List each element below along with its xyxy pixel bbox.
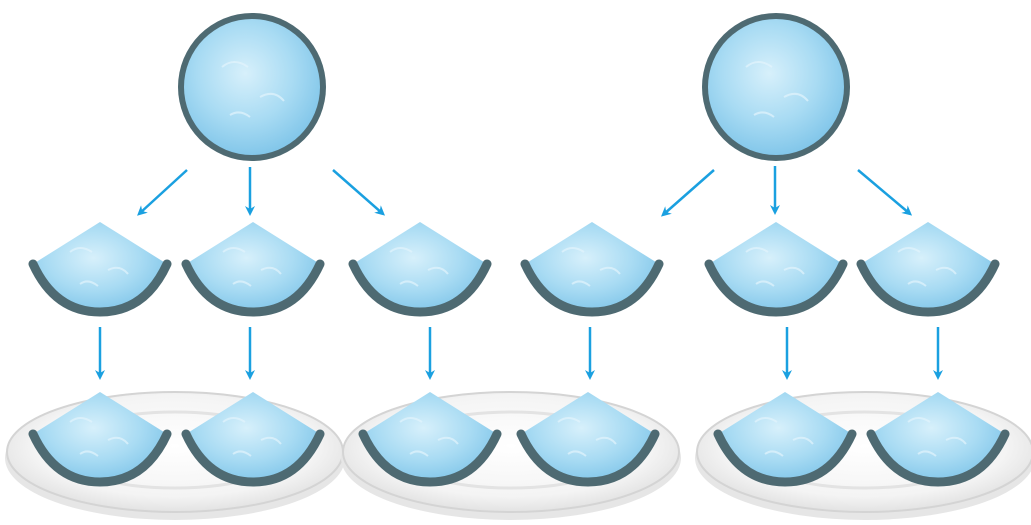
whole-pizza [702, 13, 850, 161]
pizza-slice [33, 222, 167, 312]
pizza-slice [353, 222, 487, 312]
arrow [137, 169, 188, 216]
arrow [660, 169, 715, 217]
pizza-slice [525, 222, 659, 312]
arrow [857, 169, 913, 216]
pizza-slice [709, 222, 843, 312]
pizza-slice [861, 222, 995, 312]
pizza-slice [186, 222, 320, 312]
whole-pizza [178, 13, 326, 161]
arrow [332, 169, 386, 216]
